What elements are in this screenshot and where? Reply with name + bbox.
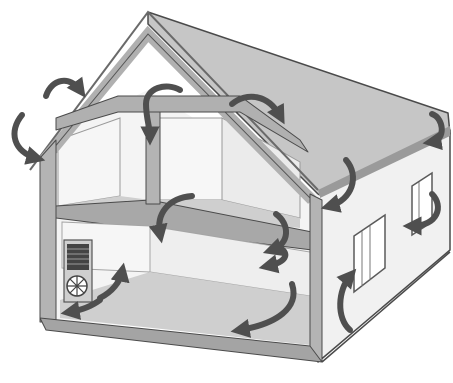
airflow-arrow-icon xyxy=(14,115,36,158)
upper-right-room-back-wall xyxy=(160,118,222,200)
airflow-arrow-icon xyxy=(46,81,80,96)
front-right-wall xyxy=(310,194,322,362)
ventilation-fan-unit xyxy=(64,240,92,302)
front-left-wall xyxy=(40,140,56,322)
ventilation-fan-icon xyxy=(67,276,87,296)
